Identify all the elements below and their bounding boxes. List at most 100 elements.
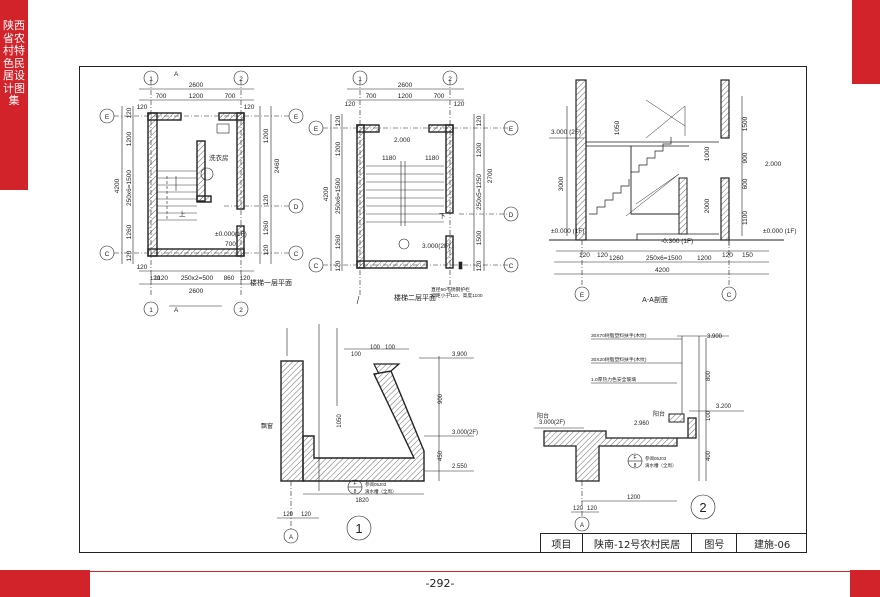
- detail-label: 飘窗: [261, 422, 273, 430]
- grid-label: 1: [149, 307, 153, 314]
- detail-1: 100 100 100 3.900 3.000(2F) 2.550 900 45…: [261, 324, 478, 544]
- dim-text: 120: [587, 506, 598, 512]
- title-block: 项目 陕南-12号农村民居 图号 建施-06: [540, 533, 807, 553]
- dim-text: 1200: [263, 128, 270, 143]
- dim-text: 1200: [335, 141, 342, 156]
- elevation-label: 2.000: [394, 137, 411, 144]
- ref-number: F: [353, 481, 356, 487]
- dim-text: 150: [742, 252, 753, 259]
- dim-text: 120: [126, 107, 133, 118]
- plan-second-floor: 1 2 E E C C D 2600 700 1200 700 120 120 …: [308, 70, 519, 305]
- dim-text: 120: [476, 115, 483, 126]
- elevation-label: 3.000 (2F): [551, 129, 581, 136]
- label-project: 项目: [541, 534, 583, 553]
- dim-text: 120: [263, 194, 270, 205]
- stair-direction: 上: [179, 209, 186, 218]
- dim-text: 450: [438, 450, 444, 461]
- elevation-label: 3.000(2F): [539, 420, 565, 426]
- dim-text: 120: [137, 104, 148, 111]
- dim-text: 100: [385, 345, 396, 351]
- label-drawing-number: 图号: [692, 534, 738, 553]
- elevation-label: -0.300 (1F): [661, 238, 693, 245]
- dim-text: 900: [742, 152, 749, 163]
- dim-text: 120: [722, 252, 733, 259]
- grid-label: D: [509, 212, 514, 219]
- dim-text: 700: [434, 93, 445, 100]
- dim-text: 1260: [126, 224, 133, 239]
- grid-label: 2: [448, 76, 452, 83]
- grid-label: C: [294, 251, 299, 258]
- dim-text: 120: [263, 244, 270, 255]
- dim-text: 4200: [114, 178, 121, 193]
- detail-note: 1.0厚热力色安全玻璃: [591, 376, 636, 383]
- dim-text: 2700: [487, 168, 494, 183]
- section-caption: A-A剖面: [642, 295, 668, 304]
- grid-label: A: [289, 535, 293, 541]
- dim-text: 1500: [476, 230, 483, 245]
- section-mark: A: [174, 71, 179, 78]
- dim-text: 1200: [126, 131, 133, 146]
- dim-text: 1100: [742, 211, 749, 225]
- section-mark: A: [174, 307, 179, 314]
- ref-note: 滴水槽（全周）: [365, 488, 397, 495]
- dim-text: 860: [224, 275, 235, 282]
- grid-label: E: [314, 126, 319, 133]
- architectural-drawing: 1 2 1 2 A A E E C C D 2600 700 1200 700 …: [99, 70, 797, 544]
- dim-text: 120: [283, 512, 294, 518]
- dim-text: 1260: [263, 220, 270, 235]
- bottom-white-strip: [90, 570, 850, 597]
- side-tab-title: 陕西省农村特色民居设计图集: [3, 19, 25, 107]
- drawing-frame: [79, 66, 807, 553]
- dim-text: 1260: [609, 255, 624, 262]
- grid-label: C: [509, 263, 514, 270]
- dim-text: 120: [244, 104, 255, 111]
- plan-caption: 楼梯一层平面: [250, 278, 292, 287]
- detail-note: 30X70树脂塑料扶手(木纹): [591, 332, 647, 339]
- dim-text: 700: [366, 93, 377, 100]
- detail-label: 阳台: [653, 410, 665, 418]
- dim-text: 1000: [704, 146, 711, 161]
- ref-note: 参阅05J03: [365, 481, 387, 488]
- grid-label: E: [105, 114, 110, 121]
- elevation-label: 2.000: [765, 161, 782, 168]
- elevation-label: 3.000(2F): [422, 243, 450, 250]
- dim-text: 1200: [697, 255, 712, 262]
- elevation-label: ±0.000 (1F): [551, 228, 585, 235]
- ref-note: 参阅05J03: [645, 455, 667, 462]
- grid-label: E: [294, 114, 299, 121]
- grid-label: 1: [149, 76, 153, 83]
- dim-text: 2600: [398, 82, 413, 89]
- ref-number: 8: [354, 489, 357, 495]
- plan-caption: 楼梯二层平面: [394, 293, 436, 302]
- elevation-label: 2.960: [634, 421, 650, 427]
- bottom-rule: [90, 571, 850, 572]
- dim-text: 1200: [476, 142, 483, 157]
- dim-text: 2600: [189, 82, 204, 89]
- dim-text: 2600: [189, 288, 204, 295]
- dim-text: 120: [137, 264, 148, 271]
- dim-text: 4200: [655, 267, 670, 274]
- elevation-label: ±0.000 (1F): [763, 228, 797, 235]
- dim-text: 1120: [154, 275, 168, 282]
- room-label: 洗衣房: [209, 153, 229, 162]
- dim-text: 3000: [558, 176, 565, 191]
- detail-2: 3.900 3.200 3.000(2F) 2.960 阳台 阳台 30X70树…: [534, 332, 744, 532]
- dim-text: 1200: [627, 495, 641, 501]
- plan-first-floor: 1 2 1 2 A A E E C C D 2600 700 1200 700 …: [99, 70, 304, 317]
- dim-text: 400: [706, 450, 712, 461]
- side-tab: 陕西省农村特色民居设计图集: [0, 0, 28, 190]
- grid-label: E: [580, 292, 585, 299]
- elevation-label: 3.900: [452, 352, 468, 358]
- dim-text: 700: [225, 241, 236, 248]
- dim-text: 120: [573, 506, 584, 512]
- dim-text: 120: [150, 275, 161, 282]
- dim-text: 120: [335, 260, 342, 271]
- dim-text: 600: [742, 178, 749, 189]
- elevation-label: 3.200: [716, 404, 732, 410]
- page-number: -292-: [425, 577, 455, 590]
- section-a-a: 120 120 120 150 1260 250x6=1500 1200 420…: [549, 79, 797, 302]
- detail-note: 30X20树脂塑料扶手(木纹): [591, 356, 647, 363]
- dim-text: 4200: [323, 186, 330, 201]
- dim-text: 250x6=1500: [126, 170, 133, 206]
- dim-text: 120: [301, 512, 312, 518]
